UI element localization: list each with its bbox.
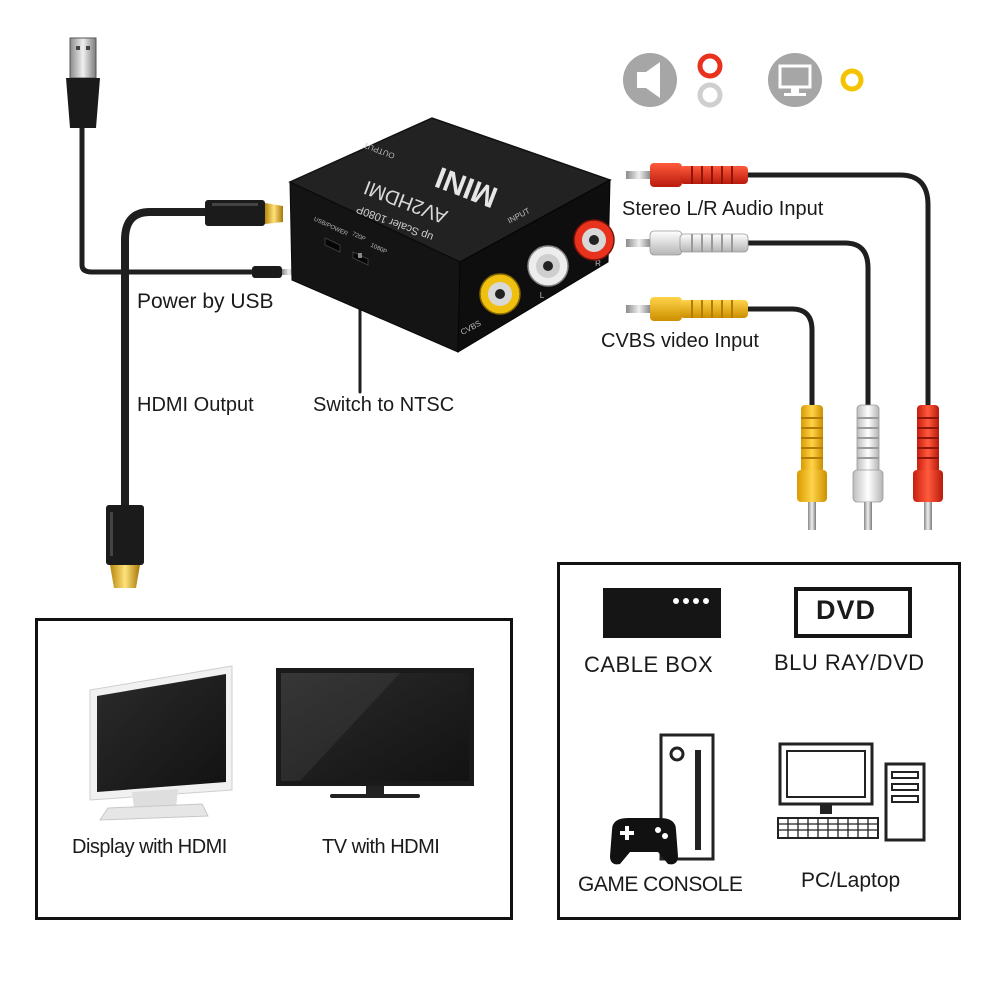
device-l-label: L [540, 291, 545, 300]
usb-plug [66, 37, 100, 128]
usb-port [324, 237, 341, 253]
rca-plug-red-h [626, 163, 748, 187]
yellow-cable [745, 306, 815, 408]
output-devices-box [35, 618, 513, 920]
cable-box-label: CABLE BOX [584, 652, 714, 677]
game-console-label: GAME CONSOLE [578, 873, 743, 896]
rca-plug-white-v [852, 404, 884, 530]
white-cable [745, 240, 871, 408]
stereo-input-label: Stereo L/R Audio Input [622, 198, 824, 220]
jack-audio-l-white [527, 245, 569, 287]
dvd-player-icon [794, 587, 912, 638]
source-devices-box [557, 562, 961, 920]
video-rca-dot-icon [840, 68, 864, 92]
game-console-icon [610, 733, 715, 865]
blu-ray-dvd-label: BLU RAY/DVD [774, 650, 925, 675]
hdmi-cable [121, 208, 216, 509]
pc-laptop-icon [777, 742, 926, 842]
hdmi-display-icon [89, 665, 233, 821]
av2hdmi-converter: MINI AV2HDMI up Scaler 1080P OUTPUT USB/… [288, 117, 615, 353]
monitor-icon [768, 53, 822, 107]
switch-label: Switch to NTSC [313, 394, 455, 416]
audio-rca-dots-icon [697, 53, 723, 108]
power-label: Power by USB [137, 290, 274, 313]
cable-box-icon [603, 588, 721, 638]
dvd-badge-text: DVD [816, 595, 877, 625]
device-r-label: R [595, 259, 601, 268]
jack-cvbs-yellow [479, 273, 521, 315]
device-720-label: 720P [351, 231, 366, 242]
speaker-icon [623, 53, 677, 107]
tv-hdmi-label: TV with HDMI [322, 836, 440, 858]
hdmi-output-label: HDMI Output [137, 394, 254, 416]
ntsc-switch-knob [358, 253, 362, 258]
hdmi-tv-icon [276, 668, 474, 798]
display-hdmi-label: Display with HDMI [72, 836, 227, 858]
rca-plug-yellow-v [797, 405, 827, 530]
usb-power-cable [79, 125, 258, 275]
micro-usb-plug [252, 266, 296, 278]
rca-plug-red-v [913, 405, 943, 530]
hdmi-plug-top [205, 200, 283, 226]
hdmi-plug-bottom [106, 505, 144, 588]
ntsc-switch [352, 251, 369, 266]
pc-laptop-label: PC/Laptop [801, 869, 901, 892]
jack-audio-r-red [573, 219, 615, 261]
cvbs-input-label: CVBS video Input [601, 330, 759, 352]
rca-plug-yellow-h [626, 297, 748, 321]
red-cable [745, 172, 931, 408]
rca-plug-white-h [626, 230, 749, 256]
